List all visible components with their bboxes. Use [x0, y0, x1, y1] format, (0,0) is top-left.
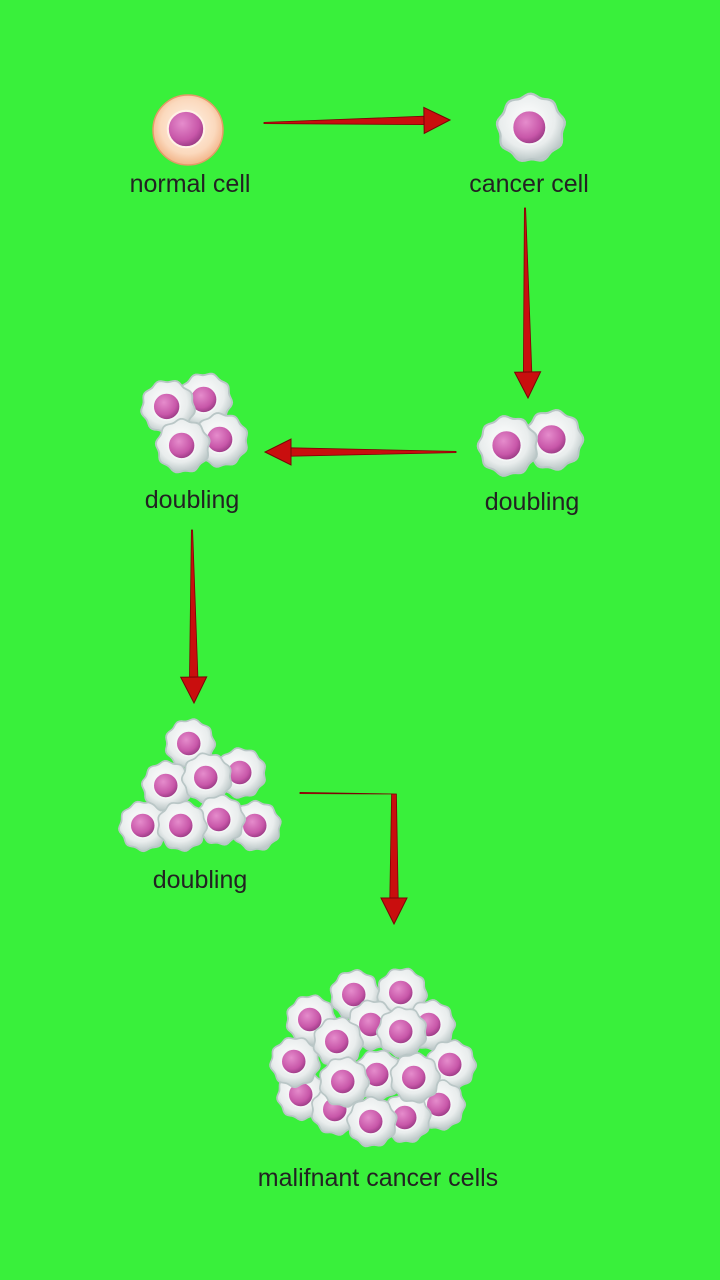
arrow-normal-to-cancer: [263, 106, 452, 135]
nucleus: [167, 812, 194, 839]
nucleus: [436, 1051, 463, 1078]
nucleus: [152, 772, 179, 799]
nucleus: [167, 431, 196, 460]
malignant-cluster: [269, 967, 478, 1148]
cancer-cell: [522, 409, 585, 471]
cancer-cell: [389, 1052, 441, 1104]
cancer-cell: [181, 752, 233, 804]
cancer-cell: [495, 92, 566, 162]
cancer-cell: [346, 1096, 398, 1148]
cancer-cell: [154, 417, 211, 474]
nucleus: [205, 806, 232, 833]
nucleus: [280, 1048, 307, 1075]
arrow-to-malignant: [299, 791, 408, 926]
nucleus: [511, 109, 548, 146]
nucleus: [129, 812, 156, 839]
nucleus: [323, 1028, 350, 1055]
nucleus: [241, 812, 268, 839]
arrow-cancer-to-doubling: [513, 207, 542, 400]
cancer-cell: [312, 1016, 364, 1068]
nucleus: [387, 979, 414, 1006]
nucleus: [400, 1064, 427, 1091]
nucleus: [329, 1068, 356, 1095]
arrow-doubling-down: [179, 529, 208, 705]
normal-cell: [152, 94, 224, 166]
nucleus: [175, 730, 202, 757]
cancer-cell: [194, 794, 246, 846]
malignant-cells-label: malifnant cancer cells: [257, 1164, 499, 1192]
nucleus: [192, 764, 219, 791]
nucleus: [152, 392, 181, 421]
cancer-cell: [476, 415, 538, 477]
normal-cell-label: normal cell: [129, 170, 251, 198]
cancer-cell: [118, 800, 170, 853]
doubling-label-1: doubling: [484, 488, 580, 516]
doubling-label-2: doubling: [144, 486, 240, 514]
doubling-group-8-cells: [118, 718, 282, 853]
doubling-group-2-cells: [476, 409, 585, 477]
arrow-doubling-left: [263, 438, 457, 466]
nucleus: [387, 1018, 414, 1045]
cancer-cell-group: [495, 92, 566, 162]
nucleus: [490, 429, 523, 462]
nucleus: [166, 109, 206, 149]
nucleus: [357, 1108, 384, 1135]
nucleus: [535, 423, 568, 456]
cancer-cell-label: cancer cell: [469, 170, 589, 198]
nucleus: [425, 1091, 452, 1118]
doubling-label-3: doubling: [152, 866, 248, 894]
nucleus: [296, 1006, 323, 1033]
doubling-group-4-cells: [140, 372, 248, 474]
cancer-cell: [319, 1056, 371, 1108]
cancer-cell: [375, 1006, 427, 1058]
cancer-cell: [156, 800, 208, 852]
nucleus: [340, 981, 367, 1008]
cancer-cell: [141, 760, 193, 812]
cancer-cell: [269, 1037, 321, 1089]
